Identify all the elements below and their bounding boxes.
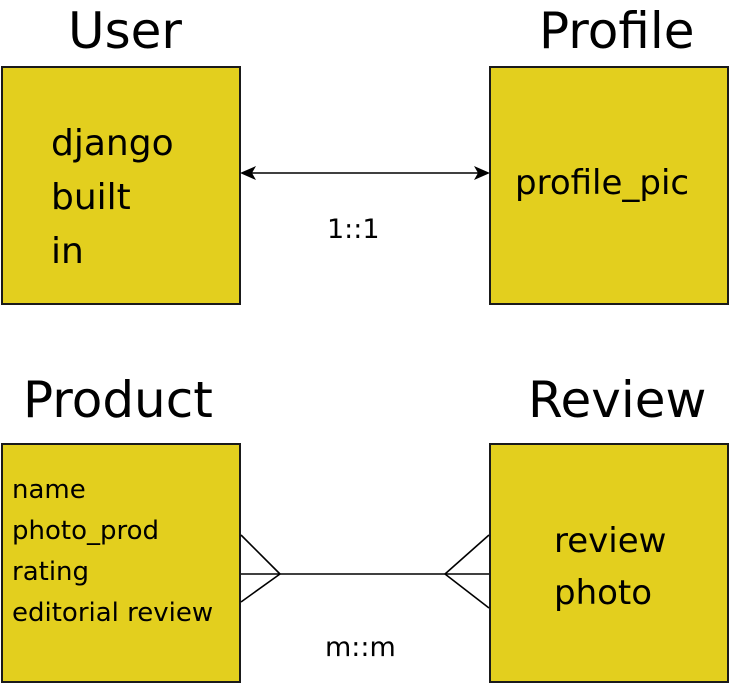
review-attribute: review <box>554 521 667 561</box>
product-attribute-list: name photo_prod rating editorial review <box>12 470 213 634</box>
user-entity-box: django built in <box>1 66 241 305</box>
review-attribute-list: review photo <box>554 515 666 619</box>
arrowhead-right-icon <box>474 166 490 180</box>
profile-entity-title: Profile <box>539 2 695 60</box>
one-to-one-label: 1::1 <box>327 214 380 245</box>
crows-foot-left-icon <box>240 534 281 603</box>
profile-attribute: profile_pic <box>515 163 690 203</box>
user-attribute-list: django built in <box>51 117 174 279</box>
product-entity-title: Product <box>23 371 213 429</box>
product-attribute: photo_prod <box>12 516 160 546</box>
profile-entity-box: profile_pic <box>489 66 729 305</box>
user-entity-title: User <box>68 2 182 60</box>
review-entity-title: Review <box>528 371 707 429</box>
review-entity-box: review photo <box>489 443 729 683</box>
many-to-many-connector <box>240 534 490 609</box>
user-attribute: built <box>51 177 131 218</box>
profile-attribute-list: profile_pic <box>515 163 689 203</box>
one-to-one-connector <box>240 166 490 180</box>
product-attribute: editorial review <box>12 598 214 628</box>
product-attribute: name <box>12 475 86 505</box>
review-attribute: photo <box>554 573 653 613</box>
many-to-many-label: m::m <box>325 632 396 663</box>
user-attribute: django <box>51 123 174 164</box>
product-entity-box: name photo_prod rating editorial review <box>1 443 241 683</box>
crows-foot-right-icon <box>444 534 490 609</box>
product-attribute: rating <box>12 557 90 587</box>
arrowhead-left-icon <box>240 166 256 180</box>
user-attribute: in <box>51 231 84 272</box>
